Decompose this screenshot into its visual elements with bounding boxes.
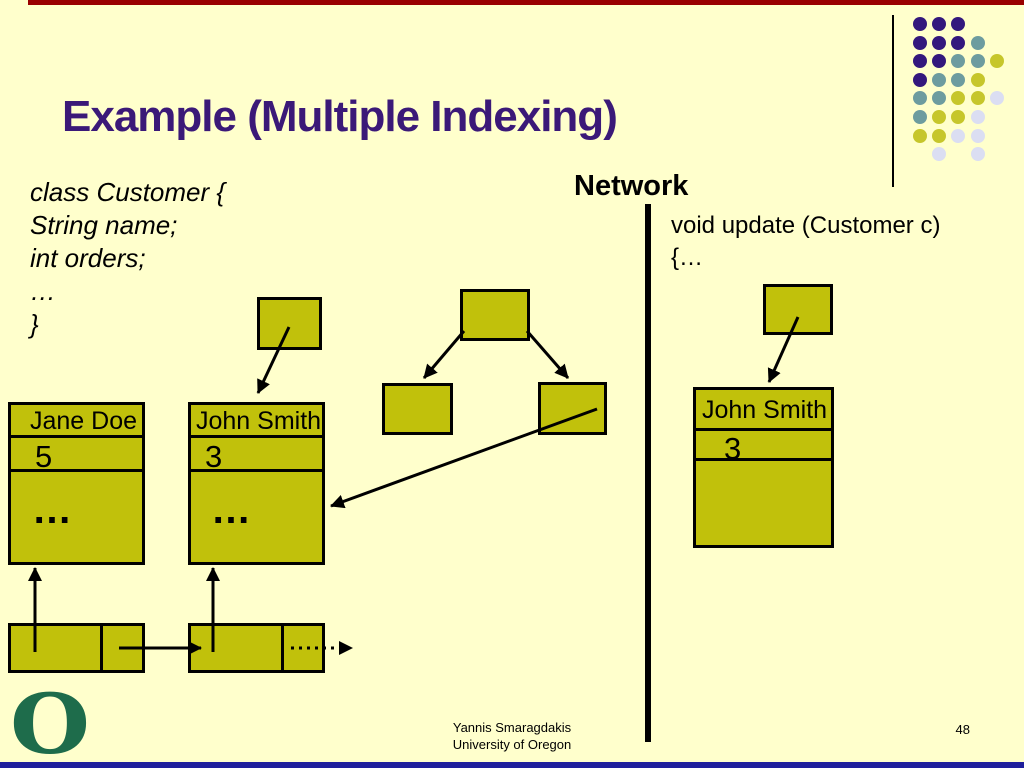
customer-record-john-smith-network: John Smith 3	[693, 387, 834, 548]
code-line: String name;	[30, 210, 178, 240]
record-name-field: Jane Doe	[11, 405, 142, 438]
code-line: class Customer {	[30, 177, 226, 207]
record-body: …	[211, 488, 254, 532]
decorative-dot	[932, 128, 947, 143]
decorative-dot	[970, 54, 985, 69]
decorative-dot	[989, 54, 1004, 69]
top-border-line	[28, 0, 1024, 5]
record-body: …	[32, 488, 75, 532]
decorative-dot	[913, 72, 927, 87]
decorative-dot	[970, 91, 985, 106]
slide-title: Example (Multiple Indexing)	[62, 92, 618, 141]
record-orders-field: 5	[11, 438, 142, 474]
decorative-dot	[951, 72, 966, 87]
code-line: int orders;	[30, 243, 146, 273]
index-node-box-left	[257, 297, 322, 350]
decorative-dot	[932, 54, 947, 69]
decorative-dot	[951, 35, 966, 50]
code-line: }	[30, 309, 39, 339]
update-method-code: void update (Customer c) {…	[671, 210, 940, 274]
university-logo: O	[10, 677, 91, 768]
decorative-dot	[913, 17, 927, 31]
footer-institution: University of Oregon	[452, 737, 572, 752]
bottom-border-line	[0, 762, 1024, 768]
index-node-box-right	[763, 284, 833, 335]
customer-class-code: class Customer { String name; int orders…	[30, 176, 225, 341]
customer-record-john-smith: John Smith 3 …	[188, 402, 325, 565]
slide-page-number: 48	[955, 722, 970, 737]
decorative-dot	[970, 128, 985, 143]
code-line: void update (Customer c)	[671, 212, 941, 239]
decorative-dot	[913, 35, 927, 50]
decorative-dot	[970, 147, 985, 162]
dot-pattern	[906, 10, 1016, 170]
decorative-dot	[932, 17, 947, 31]
decorative-vertical-line	[892, 15, 894, 187]
footer-author: Yannis Smaragdakis	[452, 720, 572, 735]
decorative-dot	[951, 110, 966, 124]
list-node-cell-divider	[281, 626, 284, 670]
decorative-dot	[970, 72, 985, 87]
network-tree-right-box	[538, 382, 607, 435]
decorative-dot	[913, 91, 927, 106]
decorative-dot	[970, 35, 985, 50]
code-line: …	[30, 276, 56, 306]
list-node-1	[8, 623, 145, 673]
decorative-dot	[932, 110, 947, 124]
arrow-tree-root-to-left	[422, 330, 466, 379]
customer-record-jane-doe: Jane Doe 5 …	[8, 402, 145, 565]
decorative-dot	[951, 54, 966, 69]
record-orders-field: 3	[696, 431, 831, 466]
code-line: {…	[671, 244, 704, 271]
record-name-field: John Smith	[696, 390, 831, 431]
decorative-dot	[932, 147, 947, 162]
network-tree-left-box	[382, 383, 453, 435]
arrow-tree-root-to-right	[525, 330, 570, 379]
decorative-dot	[913, 54, 927, 69]
decorative-dot	[932, 72, 947, 87]
network-divider-line	[645, 204, 651, 742]
network-heading: Network	[574, 170, 689, 202]
decorative-dot	[913, 128, 927, 143]
decorative-dot	[913, 110, 927, 124]
list-node-2	[188, 623, 325, 673]
record-orders-field: 3	[191, 438, 322, 474]
decorative-dot	[970, 110, 985, 124]
decorative-dot	[951, 17, 966, 31]
record-name-field: John Smith	[191, 405, 322, 438]
network-tree-root-box	[460, 289, 530, 341]
decorative-dot	[951, 91, 966, 106]
decorative-dot	[989, 91, 1004, 106]
decorative-dot	[932, 91, 947, 106]
decorative-dot	[951, 128, 966, 143]
decorative-dot	[932, 35, 947, 50]
footer-credits: Yannis Smaragdakis University of Oregon	[362, 719, 662, 753]
list-node-cell-divider	[100, 626, 103, 670]
